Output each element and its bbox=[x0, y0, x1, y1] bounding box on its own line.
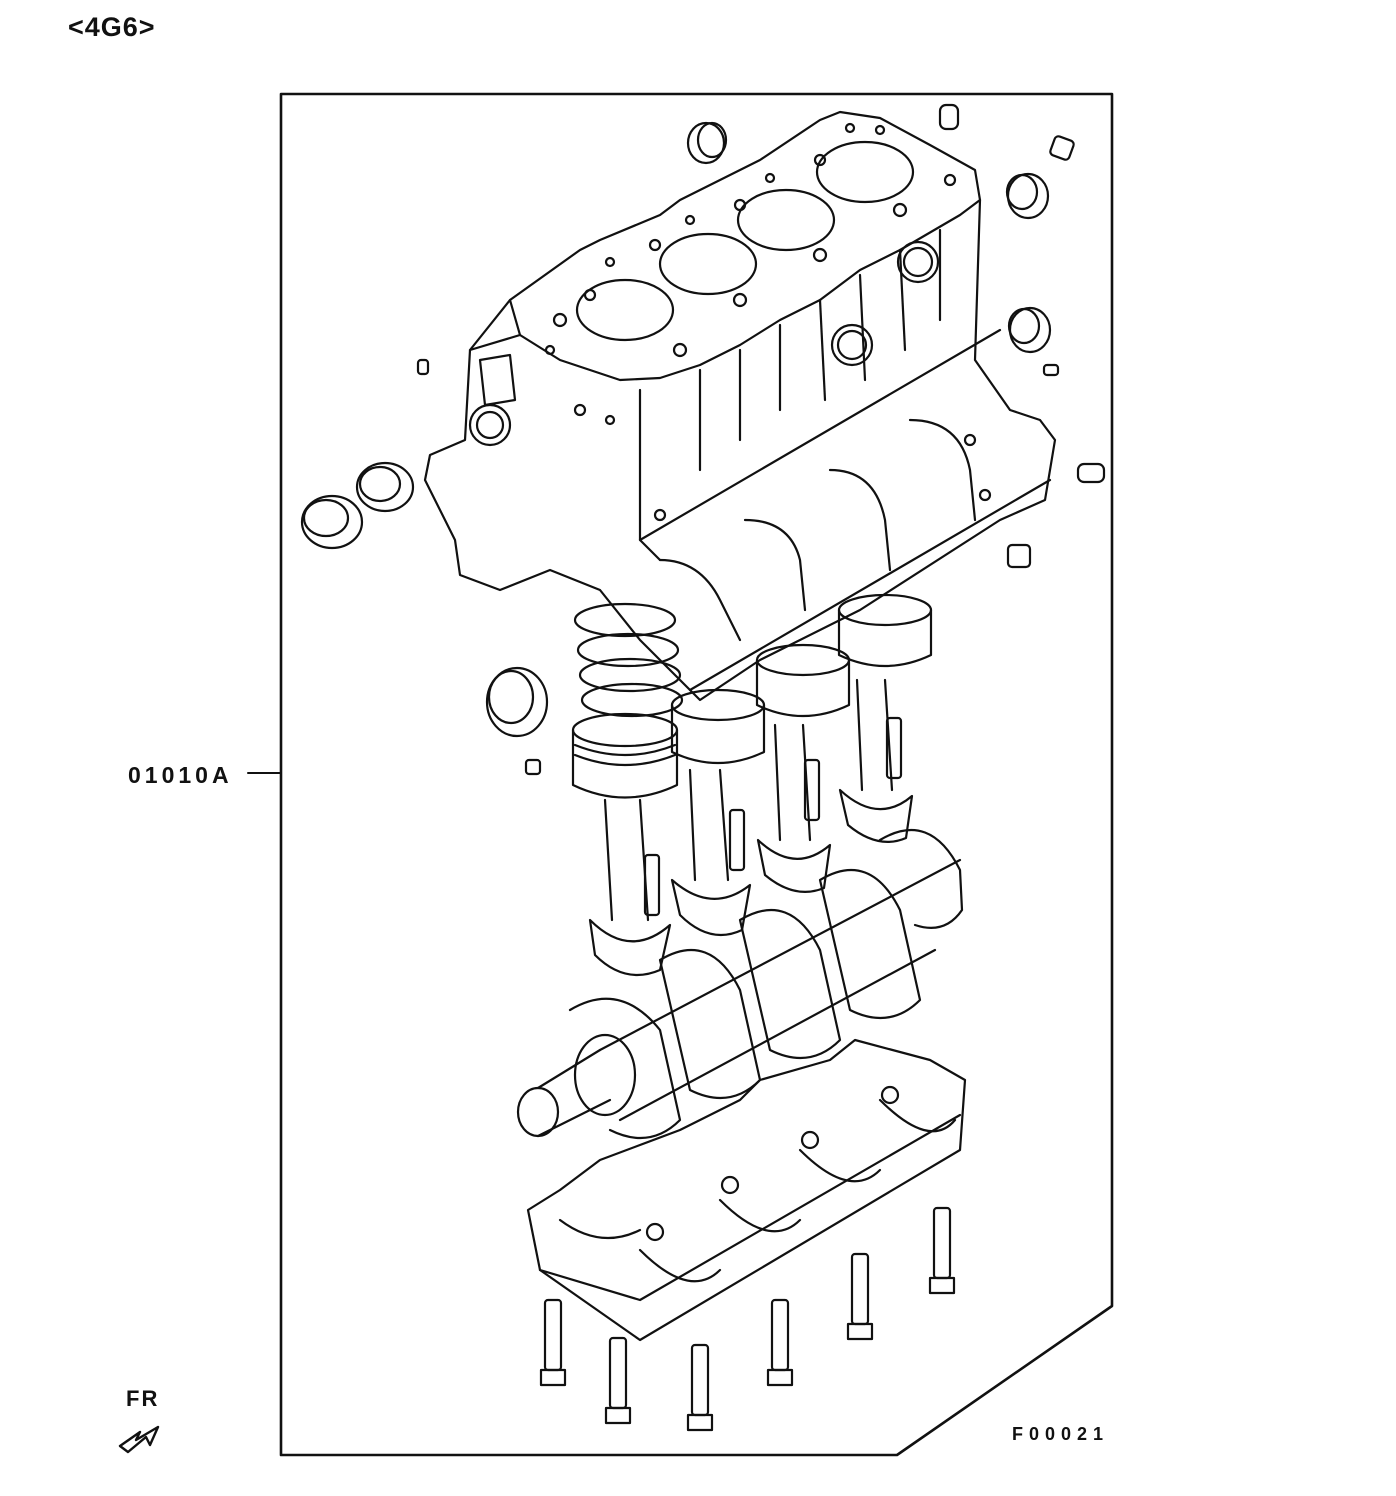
plug-left-1 bbox=[300, 494, 364, 550]
front-arrow-icon bbox=[118, 1425, 160, 1454]
plug-right-1 bbox=[1005, 172, 1050, 220]
front-direction-label: FR bbox=[126, 1386, 160, 1411]
plug-mid-left bbox=[485, 666, 549, 738]
bearing-bedplate[interactable] bbox=[526, 1038, 967, 1342]
page-title: <4G6> bbox=[68, 12, 156, 42]
connecting-rods[interactable] bbox=[588, 678, 914, 977]
figure-code: F00021 bbox=[1012, 1424, 1110, 1444]
rod-bolts[interactable] bbox=[643, 716, 903, 917]
part-callout-label[interactable]: 01010A bbox=[128, 762, 233, 788]
piston-rings[interactable] bbox=[573, 602, 684, 718]
main-bearing-bolts[interactable] bbox=[539, 1206, 956, 1432]
plug-right-2 bbox=[1007, 306, 1052, 354]
dowel-pins[interactable] bbox=[416, 103, 1106, 776]
plug-left-2 bbox=[355, 461, 415, 513]
piston-4 bbox=[837, 593, 933, 668]
pistons[interactable] bbox=[571, 593, 933, 799]
piston-2 bbox=[670, 688, 766, 765]
cylinder-block[interactable] bbox=[423, 110, 1057, 702]
piston-1 bbox=[571, 712, 679, 799]
expansion-plugs[interactable] bbox=[300, 121, 1052, 738]
crankshaft[interactable] bbox=[516, 828, 964, 1140]
assembly-frame bbox=[279, 92, 1114, 1457]
plug-top-left bbox=[686, 121, 728, 165]
